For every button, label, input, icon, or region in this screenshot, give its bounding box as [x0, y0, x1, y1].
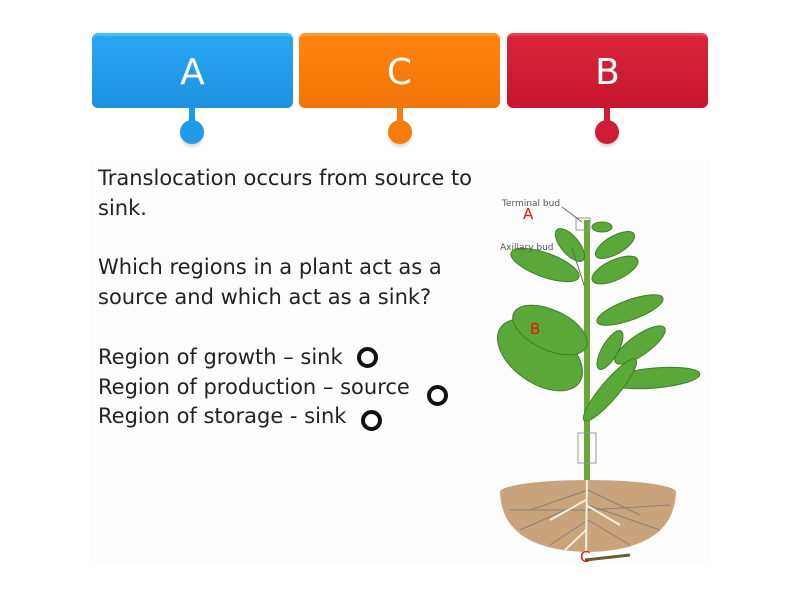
terminal-bud-label: Terminal bud: [502, 199, 561, 209]
mark-b: B: [530, 320, 541, 338]
tile-a-pin[interactable]: [180, 108, 204, 148]
drop-target-production[interactable]: [427, 385, 448, 406]
text-line: Which regions in a plant act as a: [98, 255, 442, 279]
tile-b-pin[interactable]: [595, 108, 619, 148]
drop-target-growth[interactable]: [357, 347, 378, 368]
plant-illustration: [497, 206, 701, 562]
mark-c: C: [580, 548, 591, 566]
tile-b[interactable]: B: [507, 33, 708, 108]
tile-a[interactable]: A: [92, 33, 293, 108]
tile-c-pin[interactable]: [388, 108, 412, 148]
plant-diagram: Terminal bud Axillary bud A B C: [490, 190, 710, 570]
text-line: Region of storage - sink: [98, 404, 347, 428]
text-line: Region of production – source: [98, 375, 410, 399]
drop-target-storage[interactable]: [361, 410, 382, 431]
text-line: sink.: [98, 196, 147, 220]
text-line: Region of growth – sink: [98, 345, 343, 369]
text-line: source and which act as a sink?: [98, 285, 432, 309]
axillary-bud-label: Axillary bud: [500, 243, 554, 253]
mark-a: A: [523, 205, 534, 223]
tile-a-label: A: [180, 51, 205, 93]
text-line: Translocation occurs from source to: [98, 166, 473, 190]
tile-c[interactable]: C: [299, 33, 500, 108]
tile-c-label: C: [386, 51, 413, 93]
tile-b-label: B: [595, 51, 620, 93]
